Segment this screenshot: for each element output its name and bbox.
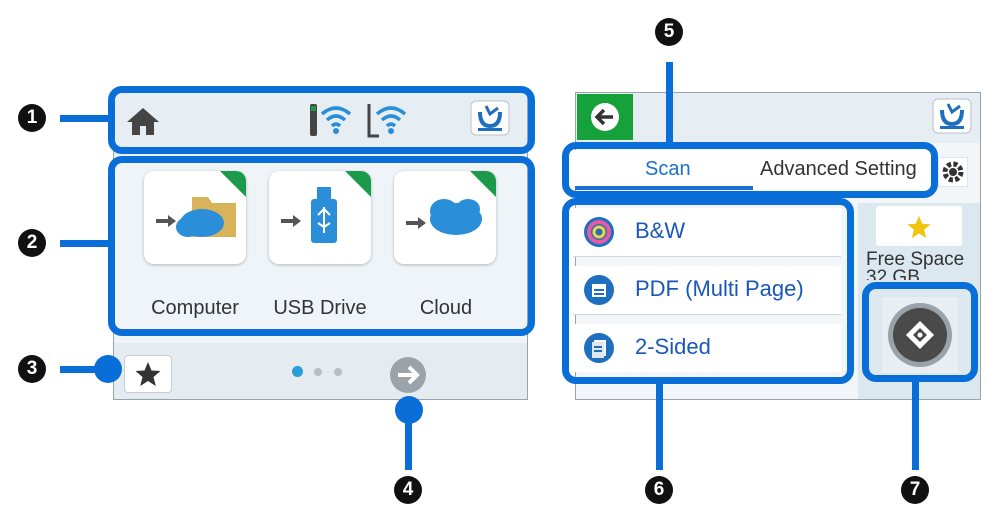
free-space-value-clip: 32 GB: [866, 268, 966, 280]
callout-box-2-tiles: [108, 156, 535, 336]
tile-label-usb-drive: USB Drive: [273, 297, 367, 319]
leader-line-2: [60, 240, 112, 247]
leader-dot-4: [395, 396, 423, 424]
tab-scan[interactable]: Scan: [645, 158, 691, 180]
callout-box-5-tabs: [562, 142, 938, 198]
tile-label-computer: Computer: [151, 297, 239, 319]
favorites-button[interactable]: [124, 355, 172, 393]
leader-line-7: [912, 378, 919, 470]
gear-icon[interactable]: [937, 156, 969, 192]
right-header-bar: [576, 93, 980, 143]
start-button[interactable]: [882, 297, 958, 378]
page-dot-active: [292, 366, 303, 377]
page-dot: [314, 368, 322, 376]
star-icon: [906, 214, 932, 245]
star-icon: [134, 360, 162, 393]
callout-number-5: 5: [655, 18, 683, 46]
tile-cloud[interactable]: [394, 171, 496, 264]
setting-label: PDF (Multi Page): [635, 276, 804, 301]
pdf-icon: [583, 274, 615, 311]
setting-label: B&W: [635, 218, 686, 243]
tab-bar: [573, 150, 931, 190]
callout-number-6: 6: [645, 476, 673, 504]
preset-button[interactable]: [876, 206, 962, 246]
tab-advanced-setting[interactable]: Advanced Setting: [760, 158, 917, 180]
tile-label-cloud: Cloud: [419, 297, 473, 319]
tile-corner-marker: [220, 171, 246, 197]
two-sided-icon: [583, 332, 615, 369]
wifi-icon[interactable]: [363, 100, 409, 145]
callout-box-6-settings: [562, 198, 854, 384]
back-button[interactable]: [577, 94, 633, 140]
leader-dot-3: [94, 355, 122, 383]
setting-label: 2-Sided: [635, 334, 711, 359]
wifi-direct-icon[interactable]: [308, 100, 354, 145]
setting-row-file-format[interactable]: PDF (Multi Page): [573, 266, 841, 315]
setting-row-color[interactable]: B&W: [573, 208, 841, 257]
leader-line-4: [405, 408, 412, 470]
page-dot: [334, 368, 342, 376]
tile-usb-drive[interactable]: [269, 171, 371, 264]
callout-number-4: 4: [394, 476, 422, 504]
home-icon[interactable]: [125, 106, 161, 141]
free-space-label: Free Space: [866, 249, 965, 270]
cloud-icon: [400, 187, 490, 256]
leader-line-5: [666, 62, 673, 146]
next-page-button[interactable]: [388, 355, 428, 400]
callout-box-1-header: [108, 86, 535, 154]
free-space-value: 32 GB: [866, 268, 920, 280]
callout-box-7-start: [862, 282, 978, 382]
tile-corner-marker: [345, 171, 371, 197]
tab-active-underline: [575, 186, 753, 190]
color-mode-icon: [583, 216, 615, 253]
callout-number-7: 7: [901, 476, 929, 504]
leader-line-1: [60, 115, 112, 122]
setting-row-sided[interactable]: 2-Sided: [573, 324, 841, 372]
help-icon[interactable]: [932, 98, 972, 139]
back-arrow-icon: [589, 101, 621, 138]
callout-number-2: 2: [18, 229, 46, 257]
usb-drive-icon: [275, 183, 365, 258]
computer-folder-cloud-icon: [150, 187, 240, 256]
help-icon[interactable]: [470, 100, 510, 141]
left-header-bar: [114, 93, 527, 155]
tile-computer[interactable]: [144, 171, 246, 264]
leader-line-3: [60, 366, 104, 373]
tile-corner-marker: [470, 171, 496, 197]
page-indicator: [292, 366, 352, 378]
callout-number-1: 1: [18, 104, 46, 132]
leader-line-6: [656, 380, 663, 470]
callout-number-3: 3: [18, 355, 46, 383]
